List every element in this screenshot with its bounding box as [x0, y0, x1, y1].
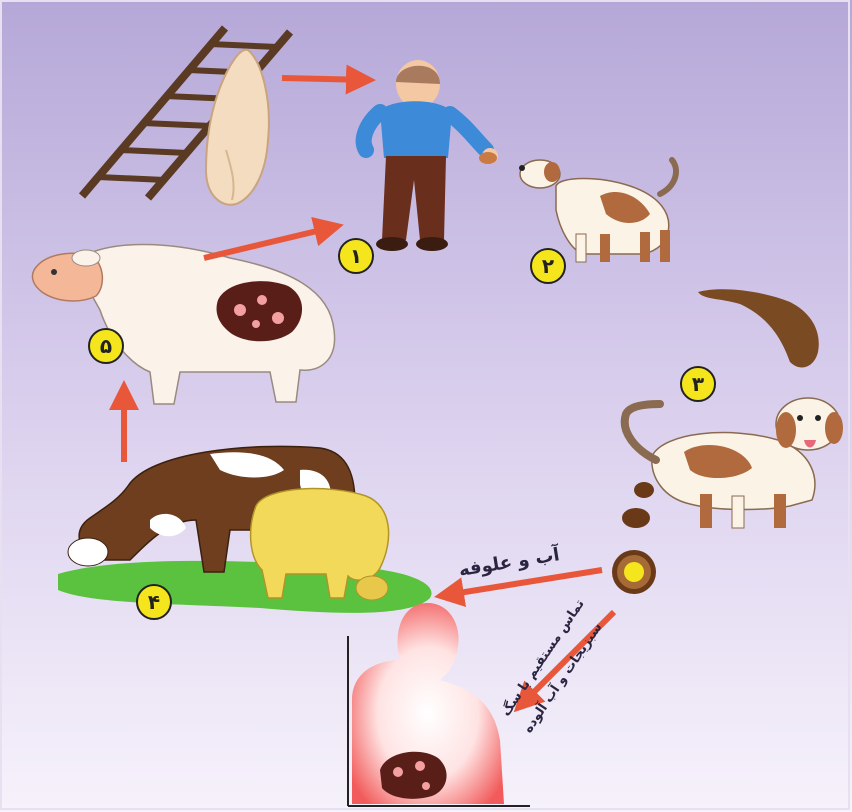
step-number: ۵	[100, 334, 112, 358]
step-badge-3: ۳	[681, 367, 715, 401]
egg-icon	[612, 550, 656, 594]
arrow-carcass-to-man	[282, 78, 370, 80]
step-number: ۳	[692, 372, 704, 396]
step-number: ۲	[542, 254, 554, 278]
cyst-icon	[380, 752, 447, 799]
step-badge-1: ۱	[339, 239, 373, 273]
step-number: ۴	[148, 590, 160, 614]
step-number: ۱	[350, 244, 362, 268]
step-badge-5: ۵	[89, 329, 123, 363]
step-badge-2: ۲	[531, 249, 565, 283]
step-badge-4: ۴	[137, 585, 171, 619]
